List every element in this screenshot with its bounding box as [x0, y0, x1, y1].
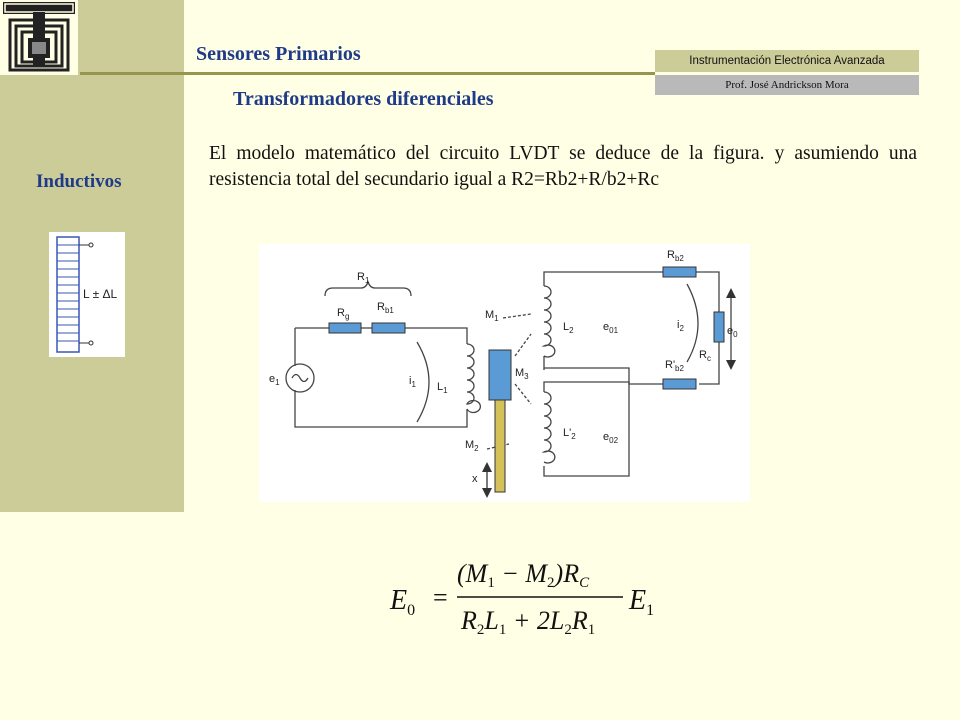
label-e01: e01 [603, 321, 619, 335]
label-m2: M2 [465, 439, 479, 453]
label-m1: M1 [485, 309, 499, 323]
label-i1: i1 [409, 375, 416, 389]
svg-text:Rb2: Rb2 [667, 249, 684, 263]
svg-text:R1: R1 [357, 271, 370, 285]
professor-label: Prof. José Andrickson Mora [655, 75, 919, 95]
svg-text:M2: M2 [465, 439, 479, 453]
svg-text:Rc: Rc [699, 349, 711, 363]
svg-text:L'2: L'2 [563, 427, 576, 441]
label-l2: L2 [563, 321, 574, 335]
lvdt-circuit-figure: R1 Rg Rb1 M1 M3 M2 L1 i1 e1 L2 e01 L'2 e… [259, 244, 750, 502]
svg-text:i1: i1 [409, 375, 416, 389]
svg-text:R'b2: R'b2 [665, 359, 684, 373]
label-r1: R1 [357, 271, 370, 285]
label-e1: e1 [269, 373, 280, 387]
svg-text:e1: e1 [269, 373, 280, 387]
label-rb1: Rb1 [377, 301, 394, 315]
svg-text:M1: M1 [485, 309, 499, 323]
label-l1: L1 [437, 381, 448, 395]
label-rb2-prime: R'b2 [665, 359, 684, 373]
inductor-label: L ± ΔL [83, 287, 117, 301]
label-x: x [472, 473, 478, 485]
svg-text:M3: M3 [515, 367, 529, 381]
body-paragraph: El modelo matemático del circuito LVDT s… [209, 143, 917, 190]
svg-text:e02: e02 [603, 431, 619, 445]
section-label: Inductivos [36, 171, 122, 192]
svg-text:L2: L2 [563, 321, 574, 335]
svg-text:i2: i2 [677, 319, 684, 333]
svg-text:E0: E0 [389, 585, 415, 619]
page-subtitle: Transformadores diferenciales [233, 88, 494, 110]
label-e02: e02 [603, 431, 619, 445]
svg-text:R2L1 + 2L2R1: R2L1 + 2L2R1 [460, 606, 595, 638]
svg-text:=: = [433, 583, 448, 612]
label-rc: Rc [699, 349, 711, 363]
label-rg: Rg [337, 307, 349, 321]
course-label: Instrumentación Electrónica Avanzada [655, 50, 919, 72]
label-rb2: Rb2 [667, 249, 684, 263]
inductor-diagram: L ± ΔL [49, 232, 125, 357]
page-title: Sensores Primarios [196, 43, 361, 65]
lvdt-output-formula: E0 = (M1 − M2)RC R2L1 + 2L2R1 E1 [385, 552, 665, 642]
svg-text:L1: L1 [437, 381, 448, 395]
institution-logo [0, 0, 78, 75]
svg-text:e0: e0 [727, 325, 738, 339]
label-m3: M3 [515, 367, 529, 381]
label-e0: e0 [727, 325, 738, 339]
svg-text:e01: e01 [603, 321, 619, 335]
svg-text:(M1 − M2)RC: (M1 − M2)RC [457, 559, 590, 591]
header-rule [80, 72, 655, 75]
label-l2-prime: L'2 [563, 427, 576, 441]
svg-text:E1: E1 [628, 585, 654, 619]
label-i2: i2 [677, 319, 684, 333]
svg-text:Rg: Rg [337, 307, 349, 321]
svg-text:x: x [472, 473, 478, 485]
svg-text:Rb1: Rb1 [377, 301, 394, 315]
